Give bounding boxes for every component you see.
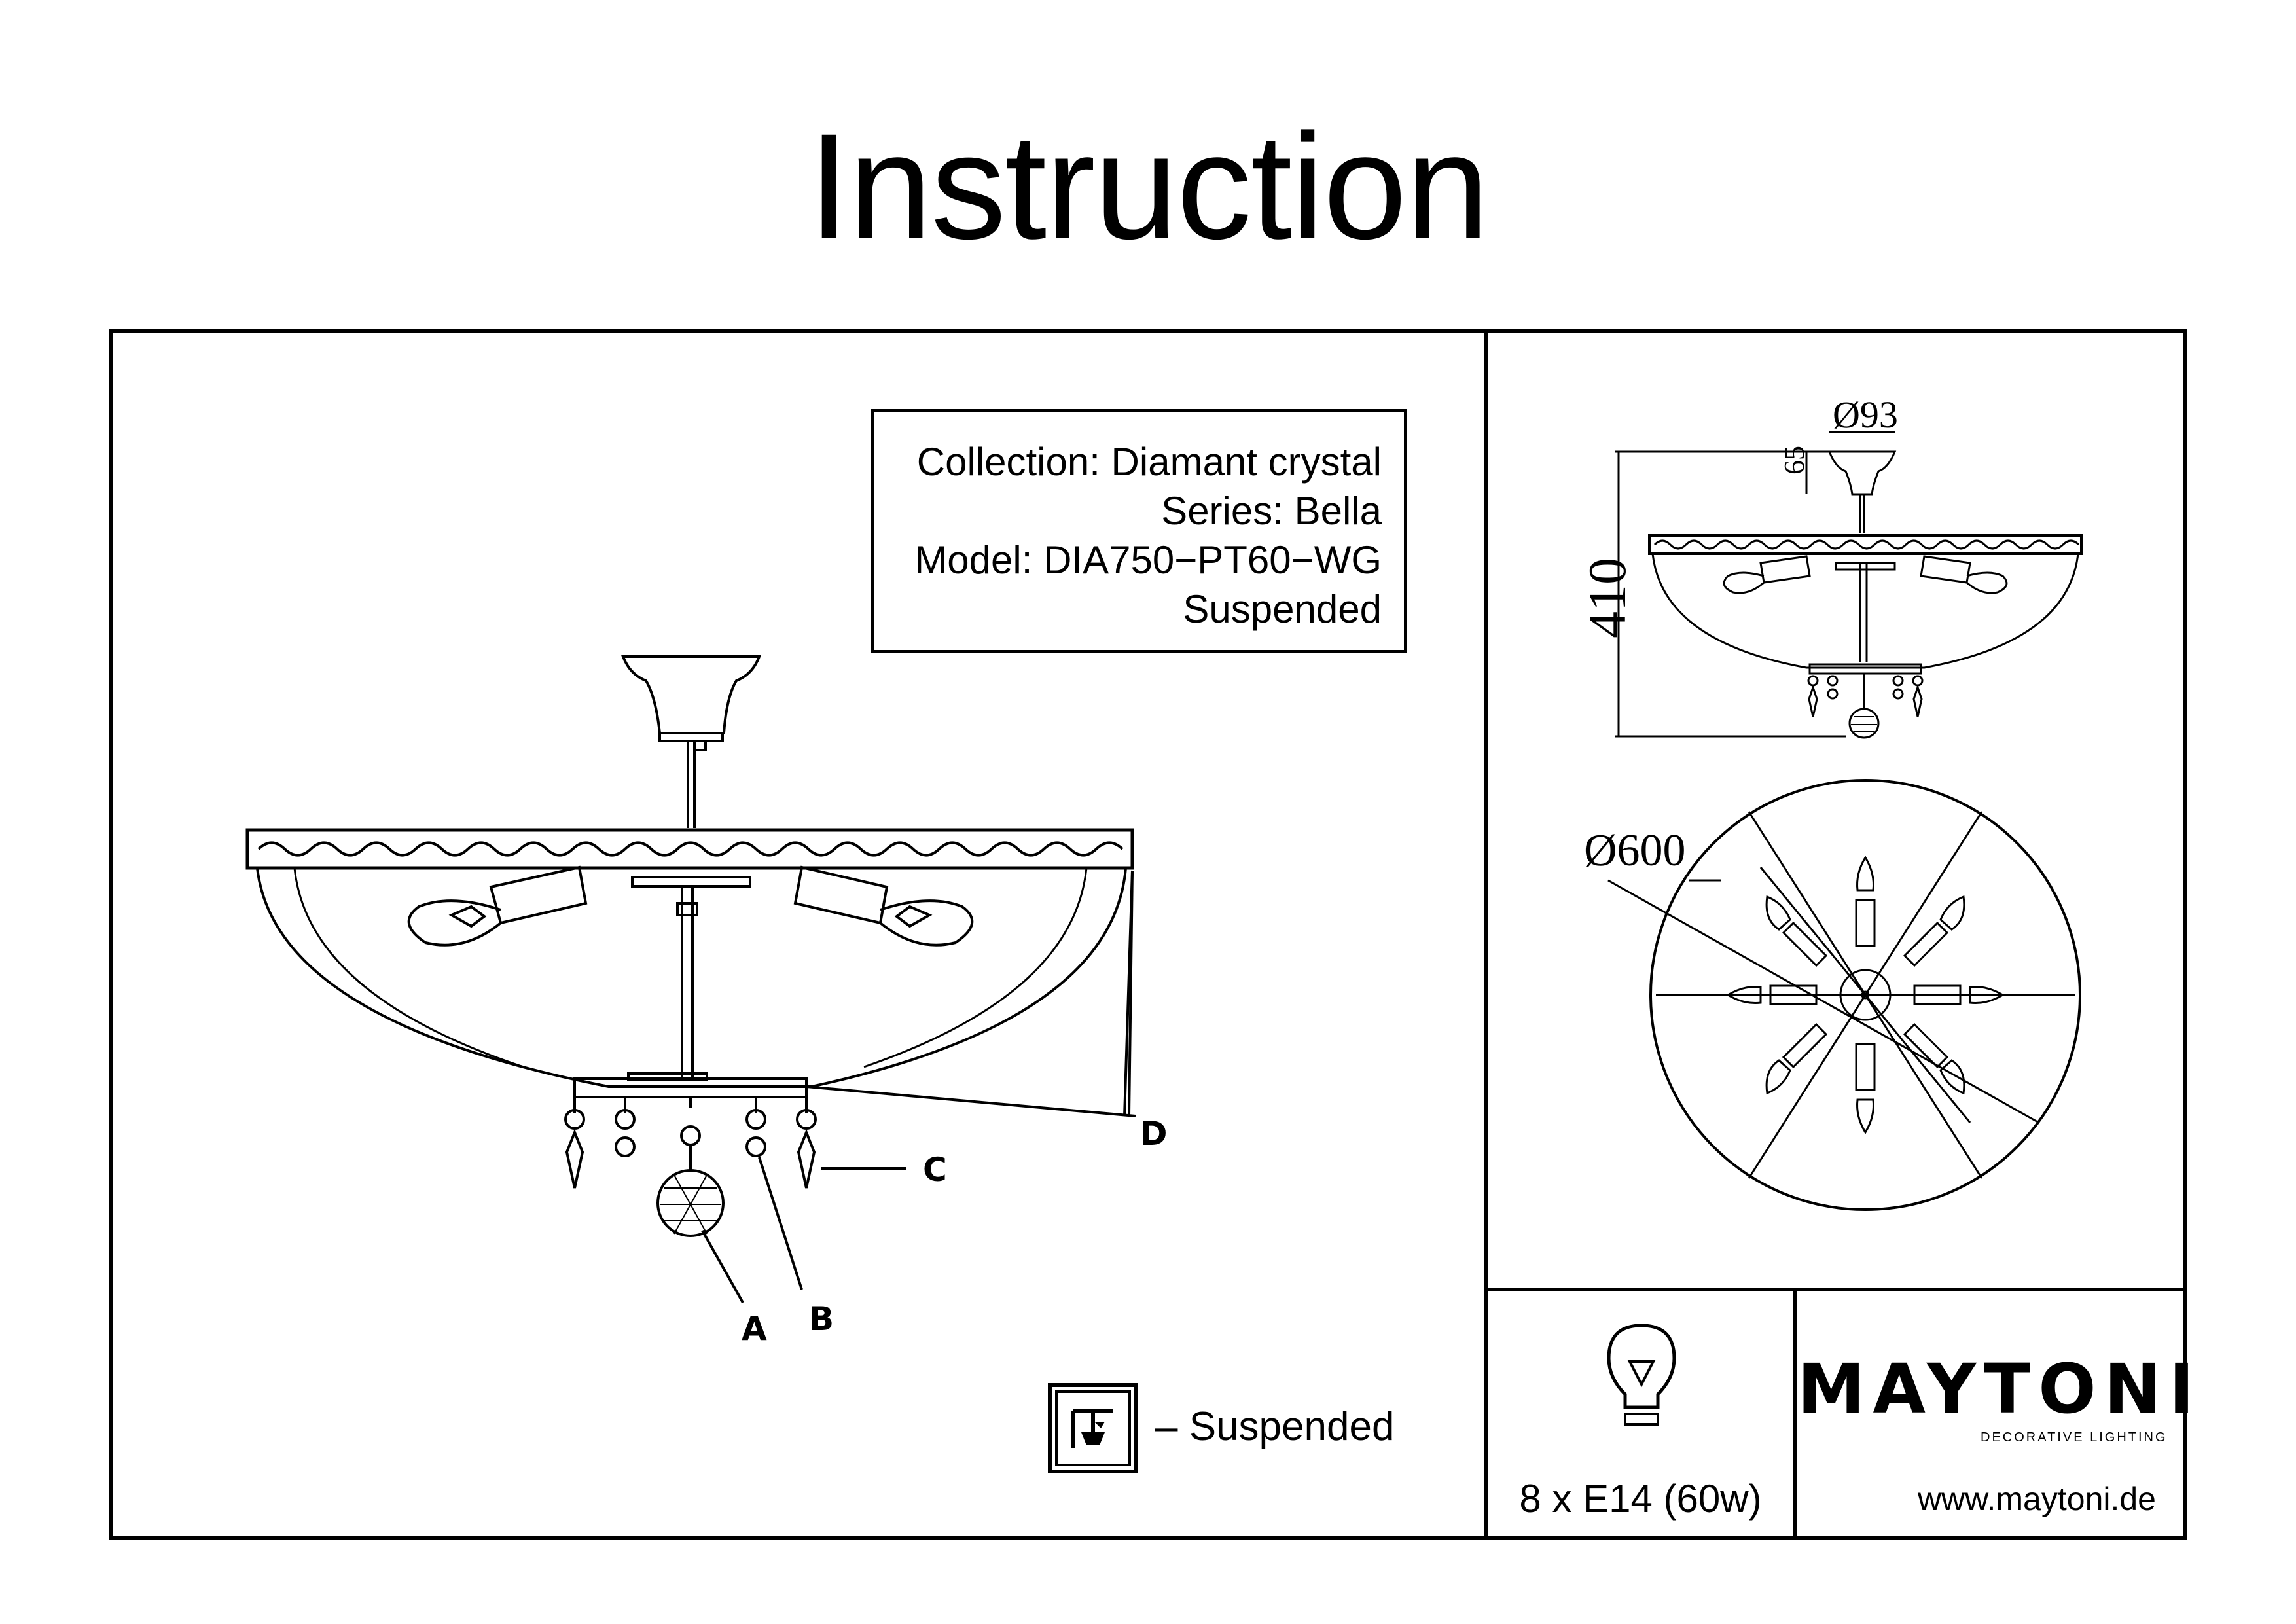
model-text: Model: DIA750−PT60−WG: [914, 538, 1382, 582]
brand-logo: MAYTONI: [1797, 1349, 2202, 1429]
total-height-label: 410: [1577, 558, 1637, 638]
divider-vertical: [1484, 329, 1488, 1540]
part-label-b: B: [809, 1300, 834, 1338]
drawing-frame: [109, 329, 2187, 1540]
part-label-a: A: [742, 1310, 767, 1348]
shade-bowl: [256, 867, 1127, 1088]
light-bulb-icon: [1607, 1324, 1676, 1426]
canopy-height-label: 65: [1778, 446, 1810, 475]
divider-vertical-footer: [1793, 1288, 1797, 1540]
series-text: Series: Bella: [1161, 489, 1382, 533]
collection-text: Collection: Diamant crystal: [916, 440, 1382, 484]
bulb-spec-text: 8 x E14 (60w): [1519, 1477, 1762, 1521]
page-title: Instruction: [808, 102, 1489, 270]
canopy-diameter-label: Ø93: [1833, 393, 1898, 436]
website-link[interactable]: www.maytoni.de: [1917, 1481, 2156, 1517]
mount-type-text: Suspended: [1183, 587, 1382, 631]
product-info-box: Collection: Diamant crystal Series: Bell…: [871, 409, 1407, 653]
divider-horizontal: [1484, 1288, 2187, 1291]
part-label-c: C: [923, 1151, 947, 1189]
suspended-mount-icon: [1048, 1383, 1138, 1473]
crystal-band: [245, 828, 1134, 870]
brand-tagline: DECORATIVE LIGHTING: [1981, 1430, 2168, 1445]
suspended-legend-label: – Suspended: [1155, 1404, 1395, 1449]
shade-diameter-label: Ø600: [1584, 825, 1686, 876]
part-label-d: D: [1140, 1115, 1168, 1153]
